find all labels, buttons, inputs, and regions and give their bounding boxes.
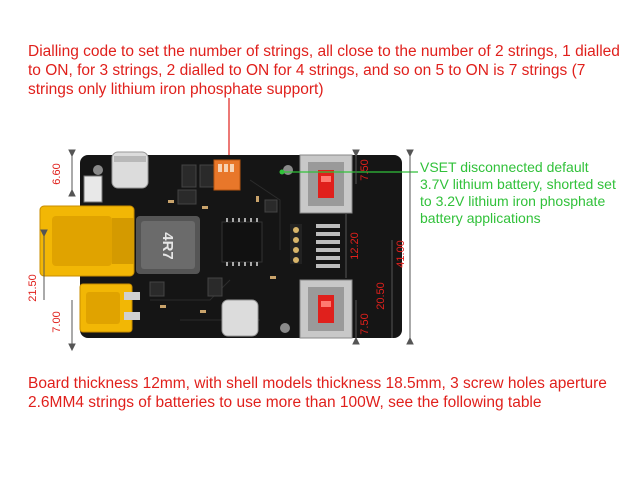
dim-right-top: 7.50 <box>359 159 371 180</box>
pin-header <box>290 224 302 264</box>
controller-ic <box>221 221 263 263</box>
jst-connector <box>83 175 103 203</box>
screw-hole <box>283 165 293 175</box>
inductor-label: 4R7 <box>159 232 176 260</box>
vset-note: VSET disconnected default 3.7V lithium b… <box>420 159 616 226</box>
dim-right-total: 41.00 <box>395 240 407 268</box>
dim-left-top: 6.60 <box>51 163 63 184</box>
screw-hole <box>93 165 103 175</box>
dim-left-mid: 21.50 <box>27 274 39 302</box>
side-pins <box>316 224 340 268</box>
capacitor <box>221 299 259 337</box>
dim-right-mid: 12.20 <box>349 232 361 260</box>
dim-right-lower: 20.50 <box>375 282 387 310</box>
usb-port-top <box>299 154 353 214</box>
usb-port-bottom <box>299 279 353 339</box>
dip-switch-note: Dialling code to set the number of strin… <box>28 43 620 98</box>
screw-hole <box>280 323 290 333</box>
dim-right-bottom: 7.50 <box>359 313 371 334</box>
board-spec-note: Board thickness 12mm, with shell models … <box>28 375 607 411</box>
dim-left-bottom: 7.00 <box>51 311 63 332</box>
